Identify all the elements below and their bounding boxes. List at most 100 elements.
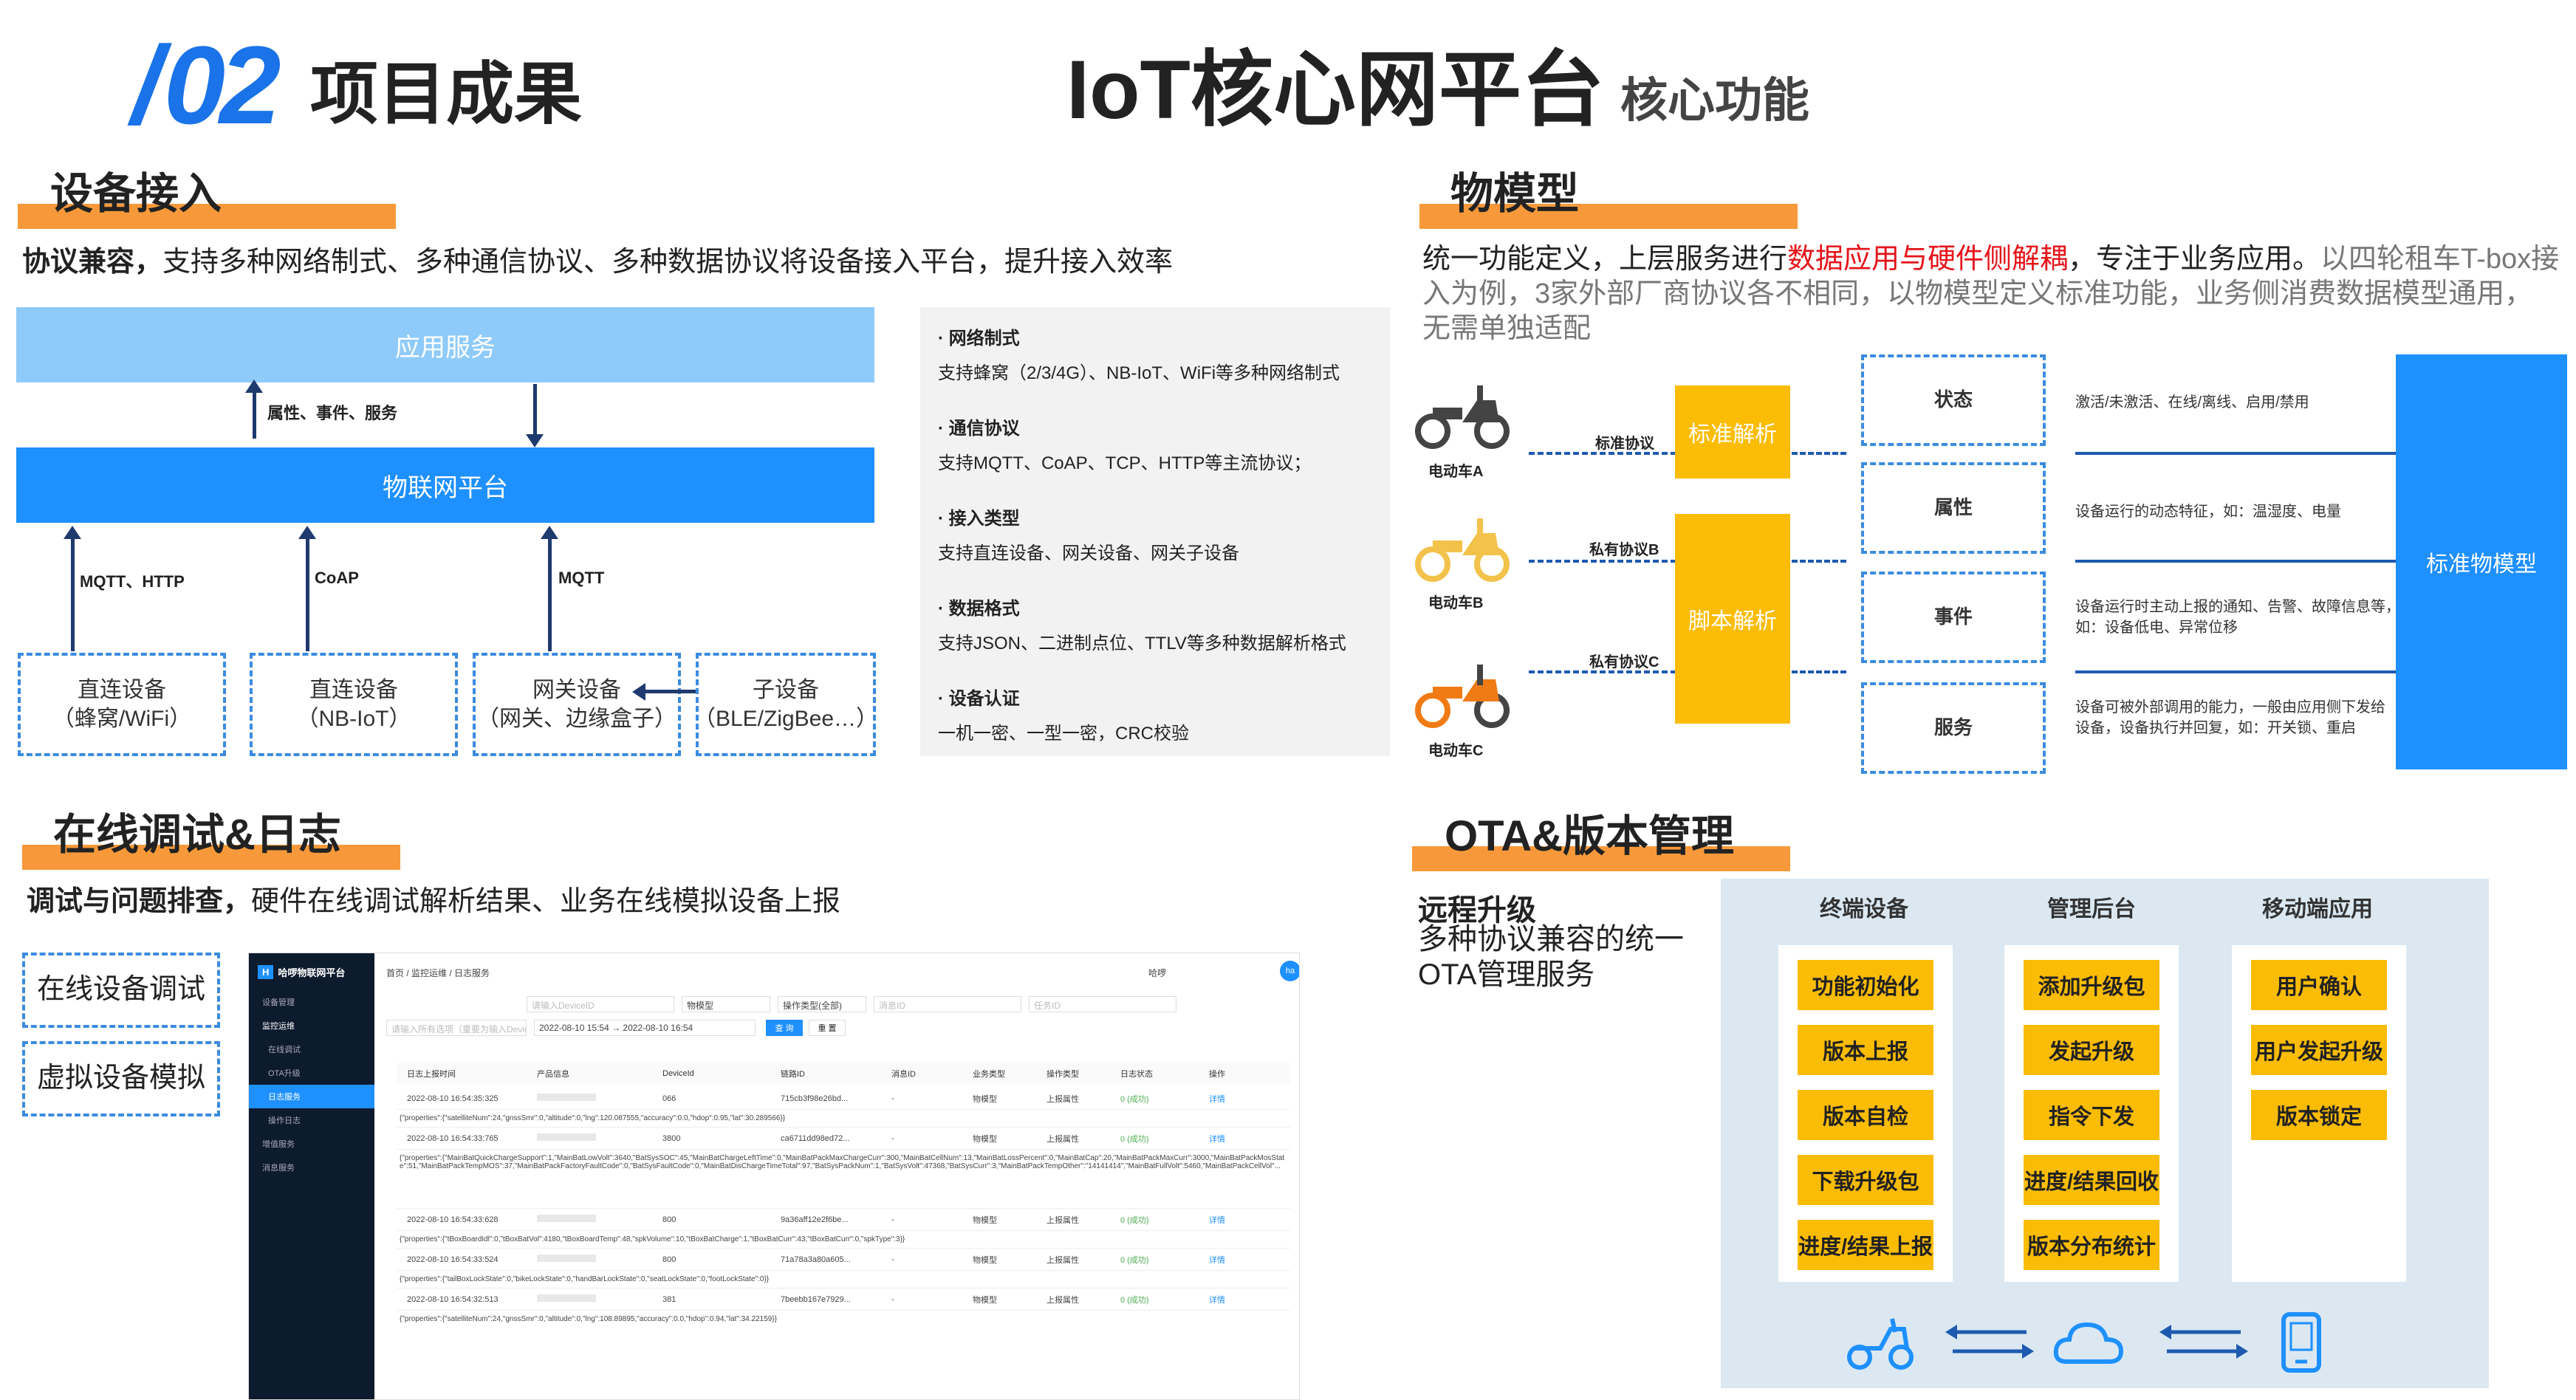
model-item-box: 服务 (1861, 682, 2046, 774)
ota-column-title: 管理后台 (2047, 897, 2136, 922)
ota-step: 版本上报 (1798, 1025, 1933, 1075)
detail-link[interactable]: 详情 (1209, 1215, 1225, 1225)
dash-arrow (1792, 560, 1846, 563)
dash-arrow (1792, 670, 1846, 673)
detail-link[interactable]: 详情 (1209, 1255, 1225, 1265)
detail-link[interactable]: 详情 (1209, 1295, 1225, 1305)
info-title: · 数据格式 (938, 599, 1020, 619)
info-title: · 网络制式 (938, 329, 1020, 349)
protocol-line-3 (548, 533, 552, 651)
bidirectional-arrow-icon (2159, 1325, 2248, 1359)
ota-column-title: 终端设备 (1820, 897, 1908, 922)
model-item-box: 属性 (1861, 462, 2046, 554)
info-text: 支持直连设备、网关设备、网关子设备 (938, 543, 1239, 563)
menu-item[interactable]: 增值服务 (262, 1140, 295, 1149)
vehicle-label: 电动车C (1428, 743, 1484, 759)
dash-arrow (1529, 560, 1676, 563)
virtual-device-box[interactable]: 虚拟设备模拟 (22, 1041, 220, 1116)
page-title: IoT核心网平台 (1066, 44, 1604, 136)
arrow-up-icon (298, 526, 316, 539)
info-text: 支持蜂窝（2/3/4G）、NB-IoT、WiFi等多种网络制式 (938, 363, 1340, 383)
title-underline (1412, 846, 1790, 871)
info-title: · 接入类型 (938, 509, 1020, 529)
online-debug-box[interactable]: 在线设备调试 (22, 953, 220, 1028)
arrow-down-line (533, 384, 537, 437)
menu-item-active[interactable]: 日志服务 (249, 1085, 374, 1108)
ota-column-title: 移动端应用 (2262, 897, 2373, 922)
protocol-label: MQTT、HTTP (80, 572, 185, 591)
user-name: 哈啰 (1148, 968, 1167, 978)
ota-step: 用户确认 (2251, 960, 2387, 1010)
gateway-box: 网关设备（网关、边缘盒子） (473, 653, 681, 756)
standard-model-box: 标准物模型 (2396, 354, 2567, 769)
avatar[interactable]: ha (1280, 961, 1299, 981)
page-subtitle: 核心功能 (1620, 74, 1809, 127)
section-title: 项目成果 (310, 57, 583, 132)
row-json: {"properties":{"MainBatQuickChargeSuppor… (397, 1150, 1290, 1209)
ota-step: 版本锁定 (2251, 1090, 2387, 1140)
title-underline (1419, 204, 1798, 229)
arrow-line (2075, 670, 2422, 673)
remote-title: 远程升级 (1418, 894, 1536, 927)
section-number: /02 (131, 23, 281, 147)
arrow-down-icon (526, 434, 544, 447)
ota-step: 进度/结果上报 (1798, 1220, 1933, 1270)
menu-item[interactable]: 消息服务 (262, 1164, 295, 1173)
title-underline (18, 204, 396, 229)
scooter-icon (1415, 518, 1510, 582)
query-button[interactable]: 查 询 (766, 1020, 803, 1036)
protocol-label: 标准协议 (1595, 436, 1654, 452)
model-item-desc: 设备运行的动态特征，如：温湿度、电量 (2075, 504, 2341, 520)
ota-step: 版本分布统计 (2024, 1220, 2159, 1270)
ota-step: 进度/结果回收 (2024, 1155, 2159, 1205)
arrow-up-line (253, 384, 256, 439)
debug-desc: 调试与问题排查，硬件在线调试解析结果、业务在线模拟设备上报 (27, 886, 841, 917)
op-select[interactable]: 操作类型(全部) (778, 996, 866, 1012)
menu-item[interactable]: OTA升级 (268, 1069, 301, 1078)
msg-id-input[interactable]: 消息ID (874, 996, 1021, 1012)
protocol-line-2 (306, 533, 309, 651)
model-item-desc: 激活/未激活、在线/离线、启用/禁用 (2075, 394, 2309, 411)
info-title: · 通信协议 (938, 419, 1020, 439)
reset-button[interactable]: 重 置 (809, 1020, 846, 1036)
mobile-phone-icon (2281, 1312, 2321, 1373)
row-json: {"properties":{"tBoxBoardIdl":0,"tBoxBat… (397, 1231, 1290, 1249)
model-item-desc: 设备可被外部调用的能力，一般由应用侧下发给设备，设备执行并回复，如：开关锁、重启 (2075, 699, 2385, 736)
sub-device-box: 子设备（BLE/ZigBee…） (693, 653, 878, 756)
ota-step: 版本自检 (1798, 1090, 1933, 1140)
script-parse-box: 脚本解析 (1675, 514, 1790, 724)
dash-arrow (1792, 452, 1846, 455)
menu-item[interactable]: 监控运维 (262, 1022, 295, 1031)
detail-link[interactable]: 详情 (1209, 1134, 1225, 1144)
model-item-desc: 设备运行时主动上报的通知、告警、故障信息等，如：设备低电、异常位移 (2075, 599, 2400, 636)
date-range[interactable]: 2022-08-10 15:54 → 2022-08-10 16:54 (534, 1020, 756, 1036)
device-id-input[interactable]: 请输入DeviceID (527, 996, 674, 1012)
cloud-icon (2053, 1322, 2124, 1364)
row-json: {"properties":{"tailBoxLockState":0,"bik… (397, 1271, 1290, 1289)
thing-model-desc: 统一功能定义，上层服务进行数据应用与硬件侧解耦，专注于业务应用。以四轮租车T-b… (1422, 244, 2560, 345)
arrow-up-icon (64, 526, 81, 539)
protocol-label: 私有协议C (1589, 654, 1659, 670)
device-box: 直连设备（NB-IoT） (250, 653, 458, 756)
protocol-label: MQTT (558, 569, 605, 587)
device-box: 直连设备（蜂窝/WiFi） (18, 653, 226, 756)
app-service-box: 应用服务 (16, 307, 874, 382)
info-text: 一机一密、一型一密，CRC校验 (938, 724, 1189, 744)
menu-item[interactable]: 在线调试 (268, 1046, 301, 1054)
key-input[interactable]: 请输入所有选项（重要为输入DeviceID） (386, 1020, 527, 1036)
arrow-left-line (643, 690, 696, 693)
arrow-up-icon (245, 380, 263, 393)
info-title: · 设备认证 (938, 689, 1020, 709)
menu-item[interactable]: 操作日志 (268, 1116, 301, 1125)
type-select[interactable]: 物模型 (682, 996, 770, 1012)
scooter-icon (1415, 665, 1510, 728)
detail-link[interactable]: 详情 (1209, 1094, 1225, 1104)
task-id-input[interactable]: 任务ID (1029, 996, 1176, 1012)
remote-desc: 多种协议兼容的统一OTA管理服务 (1418, 923, 1684, 991)
info-text: 支持JSON、二进制点位、TTLV等多种数据解析格式 (938, 634, 1346, 653)
menu-item[interactable]: 设备管理 (262, 998, 295, 1007)
